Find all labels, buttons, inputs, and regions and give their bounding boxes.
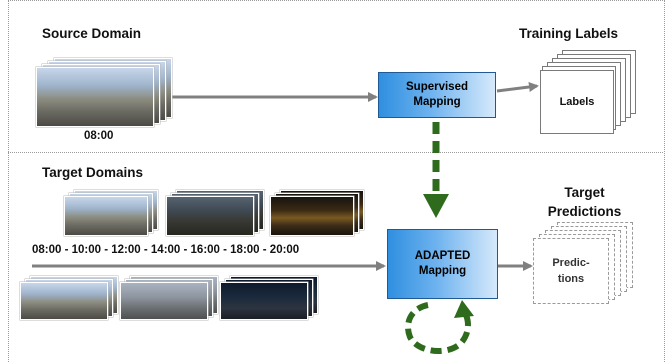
predictions-card-stack: Predic- tions [533, 222, 643, 310]
target-timeline-label: 08:00 - 10:00 - 12:00 - 14:00 - 16:00 - … [32, 244, 300, 256]
target-image-stack-3 [270, 190, 366, 238]
source-time-label: 08:00 [84, 130, 114, 142]
target-predictions-title: Target Predictions [537, 183, 632, 221]
predictions-title-line2: Predictions [547, 204, 622, 219]
target-domains-title: Target Domains [42, 165, 144, 180]
supervised-to-labels-arrow [496, 82, 539, 93]
supervised-box-line1: Supervised [406, 81, 468, 93]
target-image-stack-6 [220, 276, 320, 322]
adapted-box-line2: Mapping [418, 265, 467, 277]
adapted-mapping-box: ADAPTED Mapping [387, 229, 498, 299]
target-image-stack-1 [64, 190, 160, 238]
predictions-card-line2: tions [557, 273, 585, 285]
target-image-stack-2 [166, 190, 266, 238]
self-loop-arrowhead [454, 300, 474, 318]
adapted-box-line1: ADAPTED [414, 250, 471, 262]
source-image-stack [34, 58, 174, 128]
supervised-box-line2: Mapping [413, 96, 461, 108]
labels-card-stack: Labels [540, 50, 640, 134]
section-divider [8, 152, 663, 153]
top-border [8, 0, 663, 1]
self-loop-arrow [405, 302, 471, 354]
predictions-card-line1: Predic- [552, 257, 590, 269]
labels-card: Labels [540, 70, 614, 134]
target-image-stack-4 [20, 276, 120, 322]
target-image-stack-5 [120, 276, 220, 322]
source-domain-title: Source Domain [42, 26, 142, 41]
supervised-mapping-box: Supervised Mapping [378, 72, 496, 118]
training-labels-title: Training Labels [519, 26, 619, 41]
transfer-arrow-head [423, 194, 449, 218]
predictions-card: Predic- tions [533, 238, 609, 304]
predictions-title-line1: Target [564, 185, 605, 200]
